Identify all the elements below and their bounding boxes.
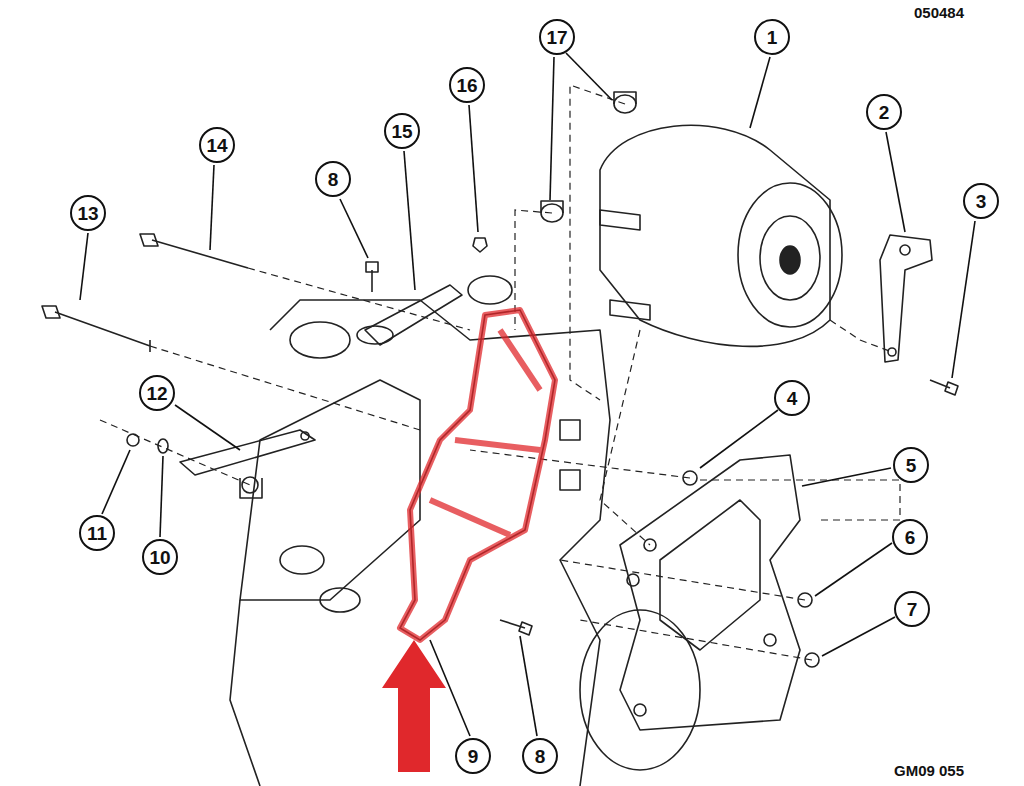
callout-circle: 8 bbox=[315, 161, 351, 197]
callout-circle: 12 bbox=[139, 375, 175, 411]
callout-number: 5 bbox=[906, 456, 917, 475]
callout-circle: 11 bbox=[79, 515, 115, 551]
callout-circle: 5 bbox=[893, 447, 929, 483]
callout-number: 7 bbox=[907, 600, 918, 619]
callout-circle: 9 bbox=[455, 738, 491, 774]
callout-circle: 16 bbox=[449, 67, 485, 103]
callout-number: 2 bbox=[879, 103, 890, 122]
callout-circle: 1 bbox=[754, 19, 790, 55]
callout-number: 14 bbox=[206, 136, 227, 155]
callout-number: 4 bbox=[787, 389, 798, 408]
callout-circle: 3 bbox=[963, 183, 999, 219]
callout-number: 9 bbox=[468, 747, 479, 766]
callout-number: 10 bbox=[149, 548, 170, 567]
callout-circle: 15 bbox=[384, 113, 420, 149]
callout-number: 13 bbox=[77, 204, 98, 223]
drawing-code: 050484 bbox=[912, 4, 966, 21]
callout-number: 15 bbox=[391, 122, 412, 141]
callout-number: 17 bbox=[546, 28, 567, 47]
callout-circle: 8 bbox=[522, 738, 558, 774]
callout-circle: 17 bbox=[539, 19, 575, 55]
callout-number: 12 bbox=[146, 384, 167, 403]
callout-circle: 10 bbox=[142, 539, 178, 575]
callout-circle: 13 bbox=[70, 195, 106, 231]
callout-number: 6 bbox=[905, 528, 916, 547]
callout-number: 1 bbox=[767, 28, 778, 47]
callout-number: 8 bbox=[535, 747, 546, 766]
callout-number: 16 bbox=[456, 76, 477, 95]
callout-number: 8 bbox=[328, 170, 339, 189]
callout-number: 3 bbox=[976, 192, 987, 211]
callout-circle: 6 bbox=[892, 519, 928, 555]
callout-circle: 7 bbox=[894, 591, 930, 627]
callout-circle: 2 bbox=[866, 94, 902, 130]
drawing-code: GM09 055 bbox=[892, 762, 966, 779]
callout-number: 11 bbox=[87, 524, 107, 543]
callout-circle: 14 bbox=[199, 127, 235, 163]
callout-circle: 4 bbox=[774, 380, 810, 416]
